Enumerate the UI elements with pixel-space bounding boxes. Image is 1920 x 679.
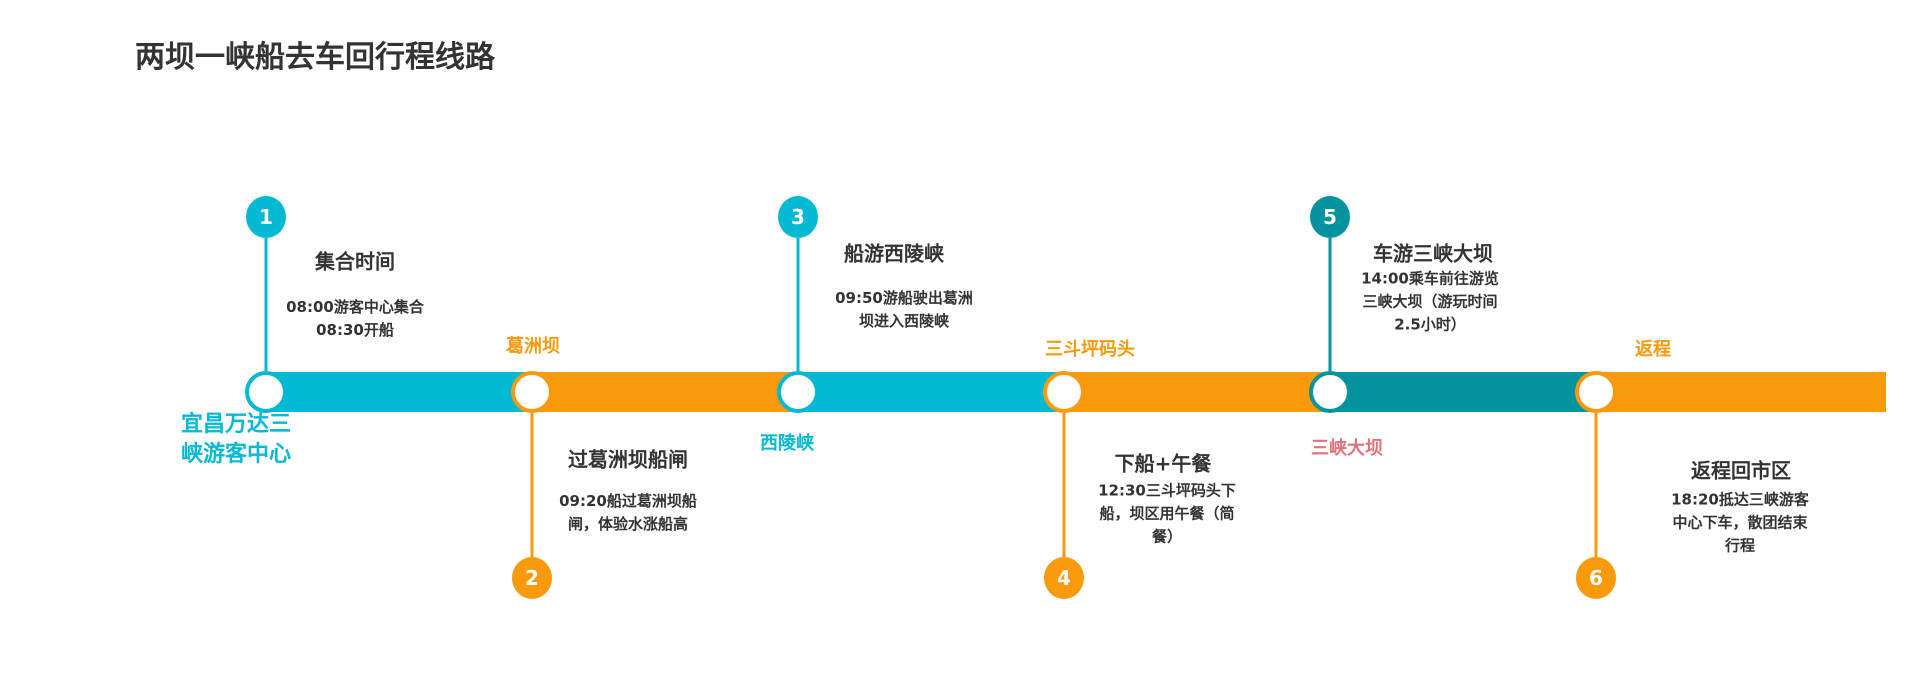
step-desc-line: 船，坝区用午餐（简	[1099, 504, 1235, 523]
step-desc-2: 09:20船过葛洲坝船 闸，体验水涨船高	[559, 490, 697, 536]
timeline-segment-5	[1330, 372, 1596, 412]
step-desc-6: 18:20抵达三峡游客 中心下车，散团结束 行程	[1671, 489, 1809, 558]
step-badge-2: 2	[512, 557, 552, 599]
place-label-sanxiadaba: 三峡大坝	[1311, 438, 1383, 459]
step-desc-line: 闸，体验水涨船高	[567, 515, 688, 533]
page-title: 两坝一峡船去车回行程线路	[135, 40, 495, 75]
step-title-5: 车游三峡大坝	[1373, 241, 1493, 266]
connector-6	[1594, 410, 1598, 558]
step-desc-line: 08:00游客中心集合	[286, 298, 424, 316]
step-title-4: 下船+午餐	[1114, 451, 1212, 476]
connector-1	[264, 238, 268, 374]
timeline-node-1	[245, 371, 287, 413]
place-label-start-line1: 宜昌万达三	[180, 412, 292, 437]
timeline-node-2	[511, 371, 553, 413]
step-desc-line: 09:50游船驶出葛洲	[835, 289, 973, 307]
step-desc-line: 14:00乘车前往游览	[1361, 269, 1499, 288]
place-label-sandouping: 三斗坪码头	[1045, 339, 1135, 360]
place-label-return: 返程	[1635, 339, 1671, 360]
step-badge-1: 1	[246, 196, 286, 238]
step-desc-line: 行程	[1724, 536, 1755, 555]
step-desc-5: 14:00乘车前往游览 三峡大坝（游玩时间 2.5小时）	[1361, 268, 1499, 337]
step-desc-line: 18:20抵达三峡游客	[1671, 490, 1809, 509]
timeline-segment-3	[798, 372, 1064, 412]
step-badge-5: 5	[1310, 196, 1350, 238]
place-label-start-line2: 峡游客中心	[180, 442, 292, 467]
timeline-segment-1	[266, 372, 532, 412]
step-desc-line: 12:30三斗坪码头下	[1098, 481, 1236, 500]
step-desc-line: 2.5小时）	[1394, 315, 1466, 334]
step-desc-line: 坝进入西陵峡	[858, 312, 949, 330]
timeline-segment-6	[1596, 372, 1886, 412]
step-title-2: 过葛洲坝船闸	[568, 447, 688, 472]
step-title-6: 返程回市区	[1691, 458, 1791, 483]
step-desc-line: 三峡大坝（游玩时间	[1362, 292, 1498, 311]
step-desc-3: 09:50游船驶出葛洲 坝进入西陵峡	[835, 287, 973, 333]
timeline-segment-4	[1064, 372, 1330, 412]
connector-4	[1062, 410, 1066, 558]
timeline-node-5	[1309, 371, 1351, 413]
connector-5	[1328, 238, 1332, 374]
step-desc-line: 08:30开船	[316, 321, 394, 339]
connector-3	[796, 238, 800, 374]
step-badge-3: 3	[778, 196, 818, 238]
timeline-segment-2	[532, 372, 798, 412]
step-desc-line: 中心下车，散团结束	[1672, 513, 1808, 532]
step-title-3: 船游西陵峡	[844, 241, 944, 266]
place-label-xilingxia: 西陵峡	[760, 433, 814, 454]
connector-2	[530, 410, 534, 558]
timeline-node-4	[1043, 371, 1085, 413]
step-desc-1: 08:00游客中心集合 08:30开船	[286, 296, 424, 342]
step-badge-4: 4	[1044, 557, 1084, 599]
step-badge-6: 6	[1576, 557, 1616, 599]
timeline-node-3	[777, 371, 819, 413]
place-label-start: 宜昌万达三 峡游客中心	[181, 410, 291, 470]
step-title-1: 集合时间	[315, 249, 395, 274]
step-desc-line: 09:20船过葛洲坝船	[559, 492, 697, 510]
place-label-gezhouba: 葛洲坝	[506, 336, 560, 357]
step-desc-line: 餐）	[1151, 527, 1182, 546]
timeline-node-6	[1575, 371, 1617, 413]
step-desc-4: 12:30三斗坪码头下 船，坝区用午餐（简 餐）	[1098, 480, 1236, 549]
